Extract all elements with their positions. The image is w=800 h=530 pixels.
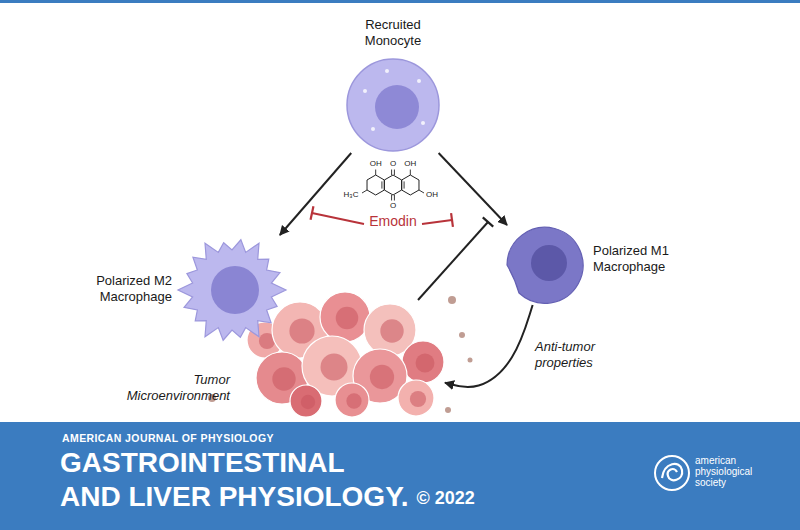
tumor-nucleus (370, 365, 394, 389)
inhibition-line (422, 220, 452, 224)
journal-title-holder: AND LIVER PHYSIOLOGY. (60, 480, 409, 514)
cell-outline (177, 235, 287, 345)
inhibition-line (312, 213, 364, 224)
society-name: american physiological society (695, 455, 761, 488)
substituent-bond (394, 170, 395, 176)
journal-name-holder: AMERICAN JOURNAL OF PHYSIOLOGY (62, 432, 274, 445)
atom-label: OH (426, 190, 438, 200)
atom-label: O (390, 159, 396, 169)
edge-label: Anti-tumor properties (533, 338, 617, 371)
granule (385, 69, 389, 73)
monocyte-cell: Recruited Monocyte (345, 57, 441, 153)
society-logo-swirl (662, 464, 682, 480)
drug-name: Emodin (369, 213, 416, 230)
atom-label-holder: OH (376, 164, 388, 174)
journal-name: AMERICAN JOURNAL OF PHYSIOLOGY (62, 432, 274, 445)
tumor-nucleus (301, 395, 315, 409)
atom-label-holder: H₃C (351, 195, 366, 205)
tumor-cell (335, 383, 369, 417)
edge-label-holder: Anti-tumor properties (533, 338, 617, 371)
journal-title-holder: GASTROINTESTINAL (60, 446, 345, 480)
tumor-cell (402, 341, 444, 383)
society-name-holder: american physiological society (695, 455, 761, 488)
m2-macrophage: Polarized M2 Macrophage (177, 235, 287, 345)
journal-title: GASTROINTESTINAL (60, 446, 345, 480)
cell-label: Tumor Microenvironment (105, 372, 230, 403)
tumor-nucleus (410, 391, 426, 407)
double-bond (381, 181, 382, 188)
copyright-year-holder: © 2022 (417, 488, 475, 510)
particle-dot (468, 358, 473, 363)
inhibition-bar (483, 217, 493, 226)
tumor-nucleus (336, 307, 359, 330)
particle-dot (448, 296, 456, 304)
atom-label: OH (404, 159, 416, 169)
atom-label-holder: OH (410, 164, 422, 174)
tumor-inhibition (418, 217, 493, 300)
atom-label: H₃C (344, 190, 359, 200)
substituent-bond (375, 170, 376, 176)
atom-label-holder: O (393, 164, 399, 174)
granule (421, 121, 425, 125)
substituent-bond (362, 190, 367, 193)
inhibition-bar (311, 206, 314, 220)
m1-macrophage: Polarized M1 Macrophage (505, 225, 585, 305)
substituent-bond (419, 190, 424, 193)
granule (371, 127, 375, 131)
connector-arrow (445, 305, 533, 387)
atom-label: OH (370, 159, 382, 169)
cell-body (347, 59, 439, 151)
tumor-cell (398, 380, 434, 416)
particle-dot (459, 332, 465, 338)
emodin-inhibition (311, 206, 364, 224)
cell-label: Recruited Monocyte (348, 17, 438, 48)
society-logo (655, 456, 689, 490)
double-bond (404, 181, 405, 188)
journal-title: AND LIVER PHYSIOLOGY. (60, 480, 409, 514)
granule (417, 79, 421, 83)
cell-label: Polarized M2 Macrophage (77, 273, 172, 304)
tumor-cell (290, 385, 322, 417)
substituent-bond (410, 170, 411, 176)
atom-label-holder: OH (432, 195, 444, 205)
particle-dot (445, 407, 451, 413)
cell-nucleus (531, 245, 567, 281)
tumor-nucleus (321, 354, 348, 381)
tumor-nucleus (346, 393, 361, 408)
cell-nucleus (211, 266, 259, 314)
cell-nucleus (375, 85, 419, 129)
cell-outline (345, 57, 441, 153)
tumor-nucleus (380, 319, 403, 342)
cell-body (507, 227, 583, 303)
tumor-nucleus (416, 354, 435, 373)
granule (363, 89, 367, 93)
cell-outline (505, 225, 585, 305)
ring-bond (402, 175, 419, 195)
tumor-cell (320, 292, 370, 342)
cell-label: Polarized M1 Macrophage (593, 243, 683, 274)
substituent-bond (391, 195, 392, 201)
tumor-nucleus (272, 367, 295, 390)
drug-name-holder: Emodin (393, 221, 440, 238)
emodin-molecule (362, 170, 424, 201)
connector-arrow (280, 153, 351, 235)
ring-bond (384, 175, 401, 195)
emodin-inhibition (422, 213, 453, 227)
ring-bond (367, 175, 384, 195)
tumor-nucleus (289, 318, 314, 343)
substituent-bond (391, 170, 392, 176)
inhibition-line (418, 222, 488, 300)
top-rule (0, 0, 800, 3)
copyright-year: © 2022 (417, 488, 475, 510)
substituent-bond (394, 195, 395, 201)
connector-arrow (439, 153, 507, 225)
atom-label: O (390, 201, 396, 211)
inhibition-bar (451, 213, 453, 227)
